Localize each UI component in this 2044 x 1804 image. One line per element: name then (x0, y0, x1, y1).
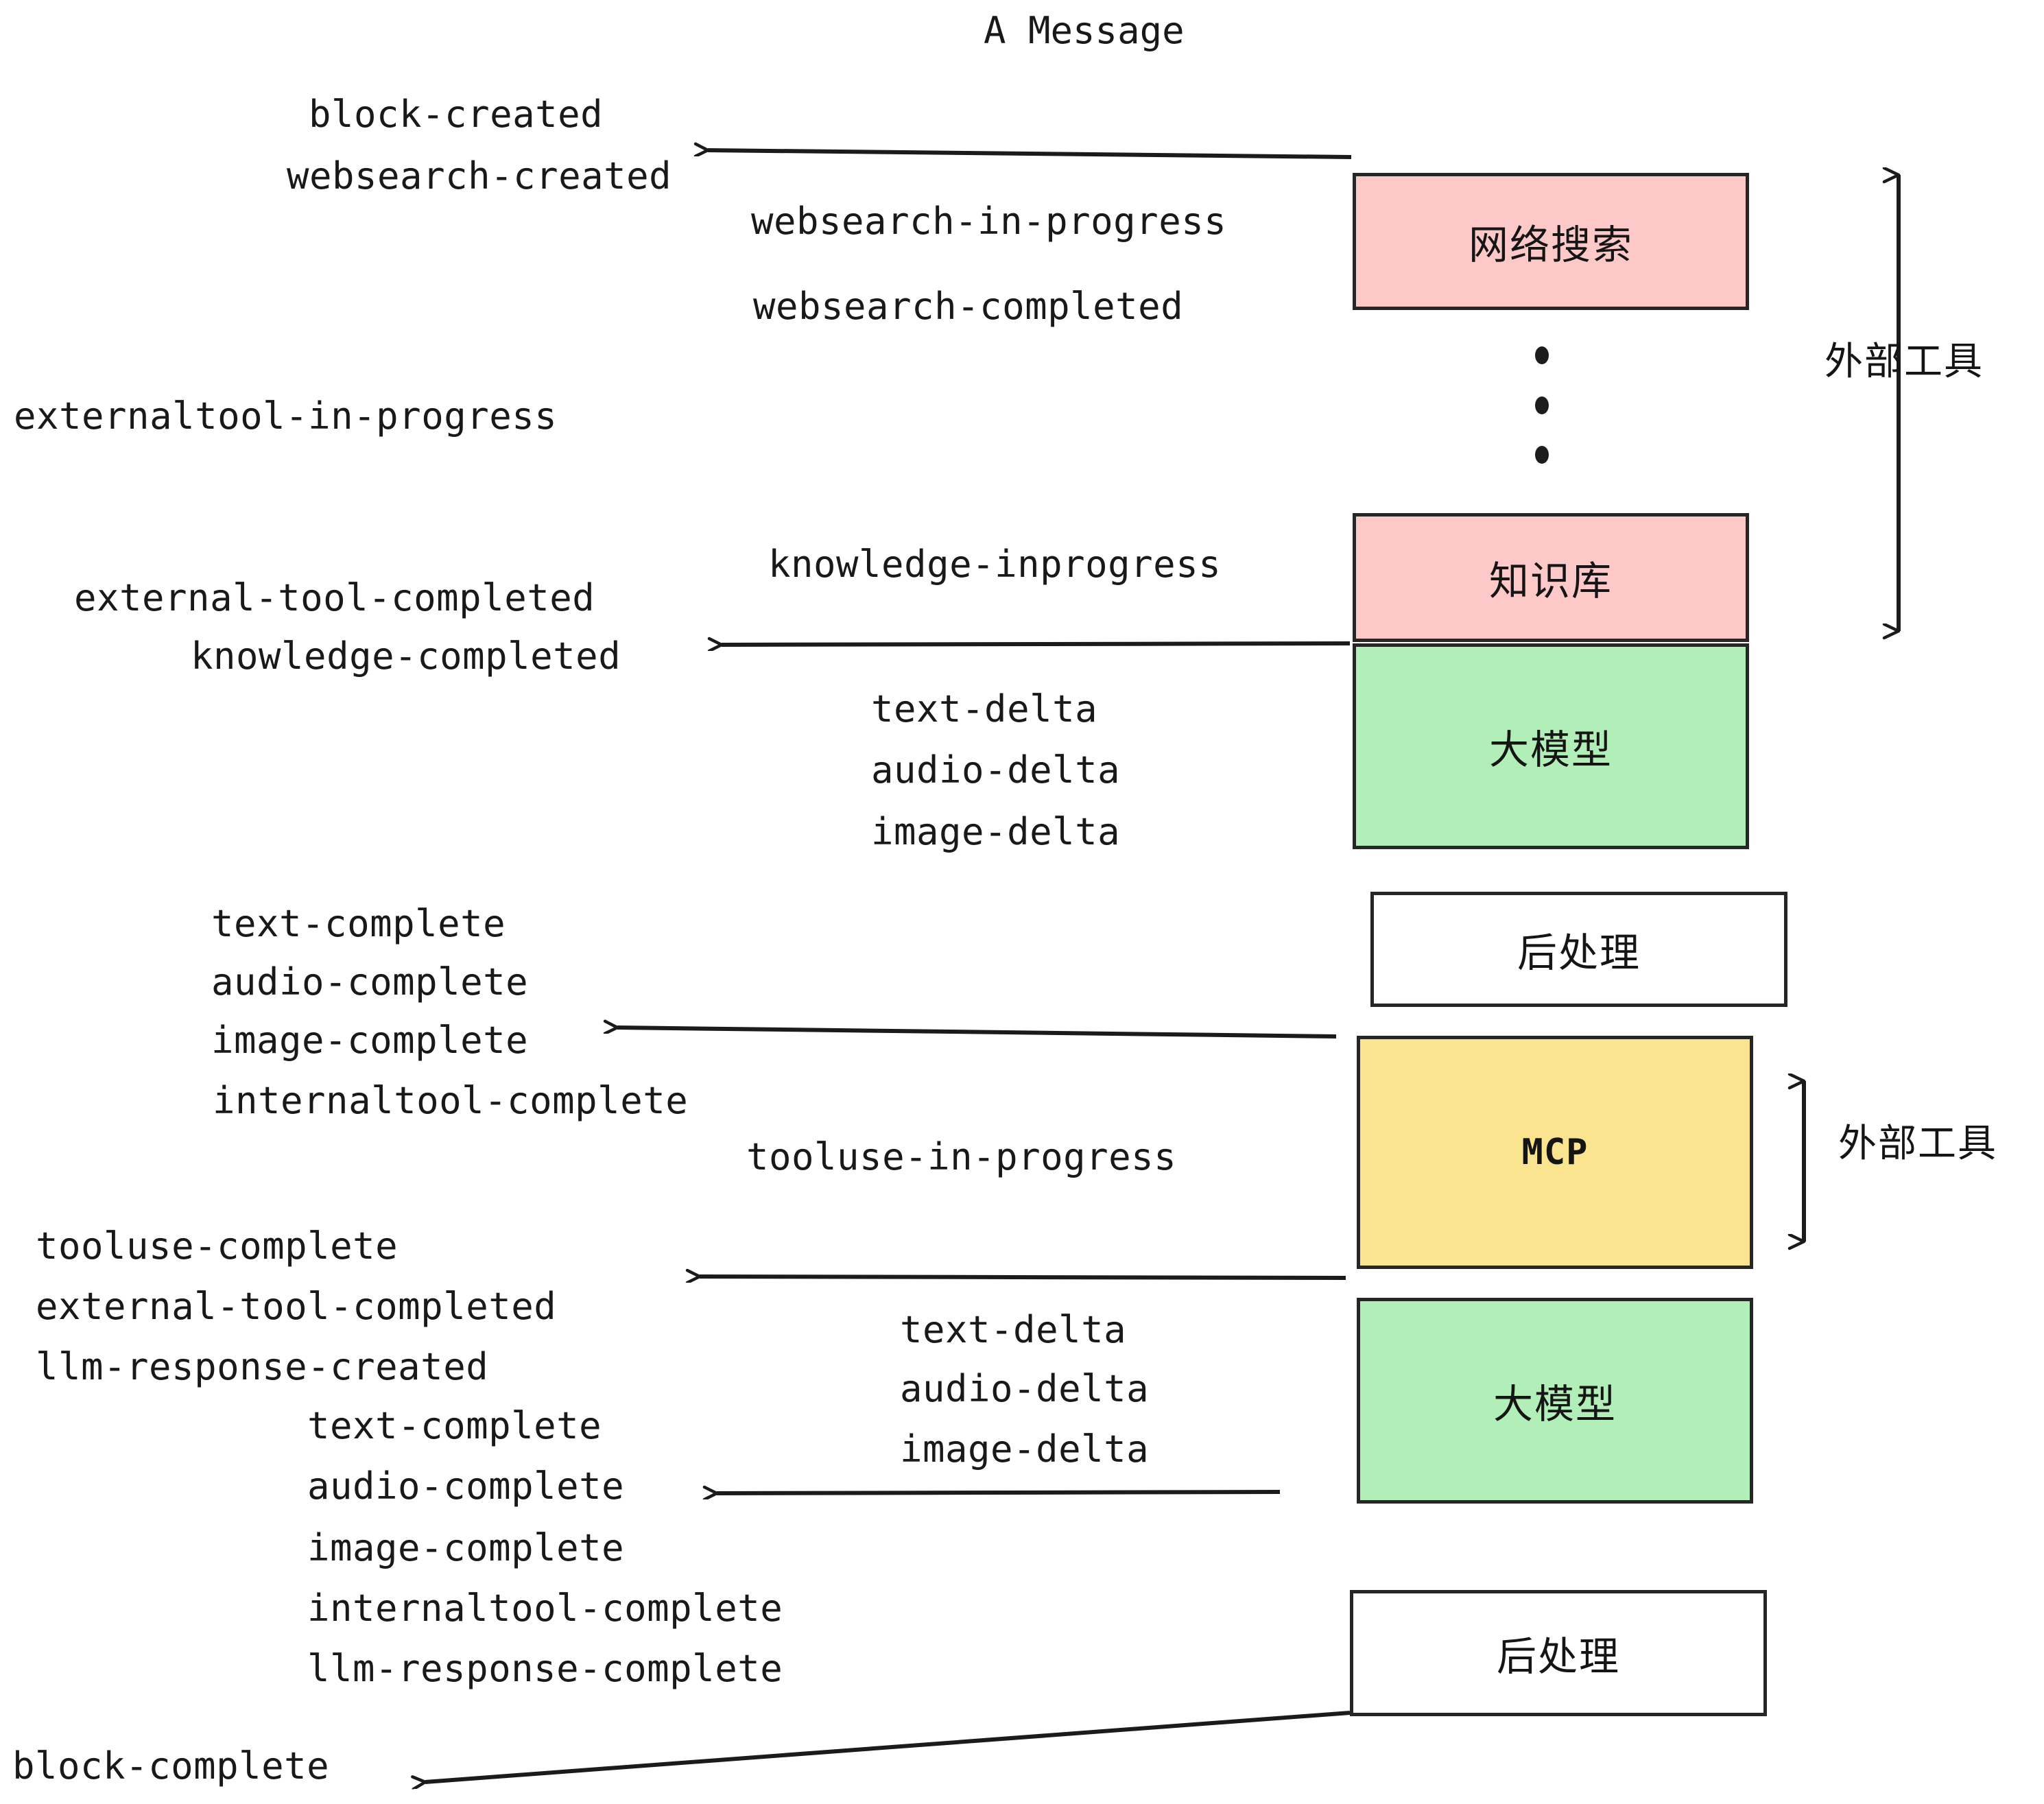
node-postprocess-top: 后处理 (1370, 892, 1787, 1007)
ellipsis-dot-3 (1535, 446, 1549, 464)
ellipsis-dot-1 (1535, 346, 1549, 364)
event-image-delta-1: image-delta (871, 810, 1121, 853)
node-postprocess-top-label: 后处理 (1517, 929, 1641, 976)
event-image-delta-2: image-delta (900, 1427, 1150, 1471)
event-audio-delta-2: audio-delta (900, 1367, 1150, 1410)
event-knowledge-inprogress: knowledge-inprogress (768, 543, 1222, 586)
arrow-websearch-to-events (708, 150, 1352, 159)
event-image-complete-2: image-complete (307, 1526, 625, 1569)
node-llm-bottom-label: 大模型 (1493, 1381, 1617, 1427)
arrow-llm-bottom-to-events (717, 1492, 1281, 1493)
event-text-delta-1: text-delta (871, 687, 1098, 731)
ellipsis-dot-2 (1535, 396, 1549, 414)
event-internaltool-complete-2: internaltool-complete (307, 1587, 783, 1630)
event-knowledge-completed: knowledge-completed (191, 634, 621, 678)
event-tooluse-complete: tooluse-complete (36, 1224, 399, 1268)
event-llm-response-complete: llm-response-complete (307, 1647, 783, 1690)
arrow-knowledge-to-events (722, 643, 1351, 645)
event-block-created: block-created (309, 93, 604, 136)
event-websearch-in-progress: websearch-in-progress (751, 200, 1227, 243)
event-image-complete-1: image-complete (211, 1019, 529, 1062)
event-tooluse-in-progress: tooluse-in-progress (746, 1135, 1177, 1178)
event-text-complete-1: text-complete (211, 902, 506, 945)
event-websearch-completed: websearch-completed (753, 285, 1184, 328)
node-llm-bottom: 大模型 (1357, 1298, 1753, 1504)
arrow-postprocess-top-to-events (617, 1028, 1337, 1039)
node-knowledge: 知识库 (1353, 513, 1749, 642)
node-llm-top: 大模型 (1353, 643, 1749, 849)
arrow-postprocess-bottom-to-block-complete (425, 1711, 1351, 1782)
page-title: A Message (984, 9, 1185, 52)
node-websearch: 网络搜索 (1353, 173, 1749, 310)
event-llm-response-created: llm-response-created (36, 1345, 489, 1388)
node-postprocess-bottom: 后处理 (1350, 1590, 1767, 1716)
event-internaltool-complete-1: internaltool-complete (213, 1079, 689, 1122)
node-websearch-label: 网络搜索 (1468, 222, 1633, 268)
node-postprocess-bottom-label: 后处理 (1496, 1633, 1620, 1680)
node-knowledge-label: 知识库 (1488, 558, 1613, 604)
event-externaltool-in-progress: externaltool-in-progress (14, 394, 558, 438)
label-external-tools-top: 外部工具 (1825, 340, 1984, 384)
node-mcp-label: MCP (1521, 1132, 1589, 1173)
node-mcp: MCP (1357, 1036, 1753, 1269)
arrow-mcp-to-events (700, 1277, 1346, 1278)
event-external-tool-completed-1: external-tool-completed (74, 576, 595, 619)
event-websearch-created: websearch-created (287, 154, 672, 198)
event-audio-complete-2: audio-complete (307, 1464, 625, 1508)
event-audio-delta-1: audio-delta (871, 748, 1121, 792)
event-block-complete: block-complete (12, 1744, 330, 1788)
event-text-delta-2: text-delta (900, 1308, 1127, 1351)
label-external-tools-bottom: 外部工具 (1838, 1121, 1997, 1166)
node-llm-top-label: 大模型 (1488, 726, 1613, 773)
event-text-complete-2: text-complete (307, 1404, 602, 1447)
event-external-tool-completed-2: external-tool-completed (36, 1285, 557, 1328)
event-audio-complete-1: audio-complete (211, 960, 529, 1004)
